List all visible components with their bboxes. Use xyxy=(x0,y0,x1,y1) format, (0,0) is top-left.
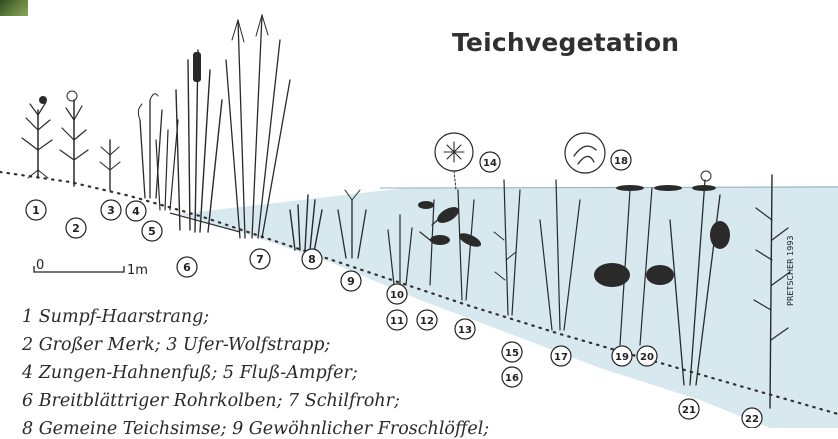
number-marker-label: 12 xyxy=(420,316,434,327)
number-marker-2: 2 xyxy=(66,218,86,238)
number-marker-label: 6 xyxy=(183,261,191,274)
diagram-title: Teichvegetation xyxy=(452,28,679,57)
number-marker-22: 22 xyxy=(742,408,762,428)
number-marker-label: 1 xyxy=(32,204,40,217)
plant-5 xyxy=(156,120,178,210)
number-marker-label: 20 xyxy=(640,352,654,363)
number-marker-1: 1 xyxy=(26,200,46,220)
legend-line-3: 4 Zungen-Hahnenfuß; 5 Fluß-Ampfer; xyxy=(22,363,358,383)
plant-2 xyxy=(60,91,88,186)
number-marker-9: 9 xyxy=(341,271,361,291)
number-marker-20: 20 xyxy=(637,346,657,366)
number-marker-label: 16 xyxy=(505,373,519,384)
number-marker-21: 21 xyxy=(679,399,699,419)
number-marker-18: 18 xyxy=(611,150,631,170)
number-marker-label: 7 xyxy=(256,253,264,266)
scale-bar xyxy=(34,266,124,272)
number-marker-10: 10 xyxy=(387,284,407,304)
number-marker-17: 17 xyxy=(551,346,571,366)
scale-end-label: 1m xyxy=(127,263,148,278)
number-marker-label: 17 xyxy=(554,352,568,363)
number-marker-5: 5 xyxy=(142,221,162,241)
number-marker-label: 4 xyxy=(132,205,140,218)
number-marker-19: 19 xyxy=(612,346,632,366)
number-marker-label: 14 xyxy=(483,158,497,169)
number-marker-label: 10 xyxy=(390,290,404,301)
number-marker-label: 18 xyxy=(614,156,628,167)
number-marker-4: 4 xyxy=(126,201,146,221)
legend-line-5: 8 Gemeine Teichsimse; 9 Gewöhnlicher Fro… xyxy=(22,419,489,439)
number-marker-13: 13 xyxy=(455,319,475,339)
plant-13-detail xyxy=(435,133,473,190)
number-marker-12: 12 xyxy=(417,310,437,330)
number-marker-15: 15 xyxy=(502,342,522,362)
number-marker-label: 11 xyxy=(390,316,404,327)
legend-line-2: 2 Großer Merk; 3 Ufer-Wolfstrapp; xyxy=(22,335,330,355)
legend-line-4: 6 Breitblättriger Rohrkolben; 7 Schilfro… xyxy=(22,391,400,411)
number-marker-14: 14 xyxy=(480,152,500,172)
number-marker-label: 3 xyxy=(107,204,115,217)
number-marker-label: 13 xyxy=(458,325,472,336)
number-marker-label: 5 xyxy=(148,225,156,238)
number-marker-label: 15 xyxy=(505,348,519,359)
plant-18-detail xyxy=(565,133,605,173)
number-marker-label: 2 xyxy=(72,222,80,235)
legend-line-1: 1 Sumpf-Haarstrang; xyxy=(22,307,209,327)
scale-start-label: 0 xyxy=(36,258,44,273)
author-credit: PRETSCHER 1993 xyxy=(786,235,795,306)
plant-1 xyxy=(22,96,52,178)
number-marker-label: 9 xyxy=(347,275,355,288)
plant-3 xyxy=(100,140,120,190)
number-marker-label: 21 xyxy=(682,405,696,416)
number-marker-11: 11 xyxy=(387,310,407,330)
number-marker-7: 7 xyxy=(250,249,270,269)
number-marker-16: 16 xyxy=(502,367,522,387)
number-marker-6: 6 xyxy=(177,257,197,277)
number-marker-label: 8 xyxy=(308,253,316,266)
number-marker-8: 8 xyxy=(302,249,322,269)
number-marker-3: 3 xyxy=(101,200,121,220)
number-marker-label: 19 xyxy=(615,352,629,363)
plant-6 xyxy=(176,50,222,232)
number-marker-label: 22 xyxy=(745,414,759,425)
